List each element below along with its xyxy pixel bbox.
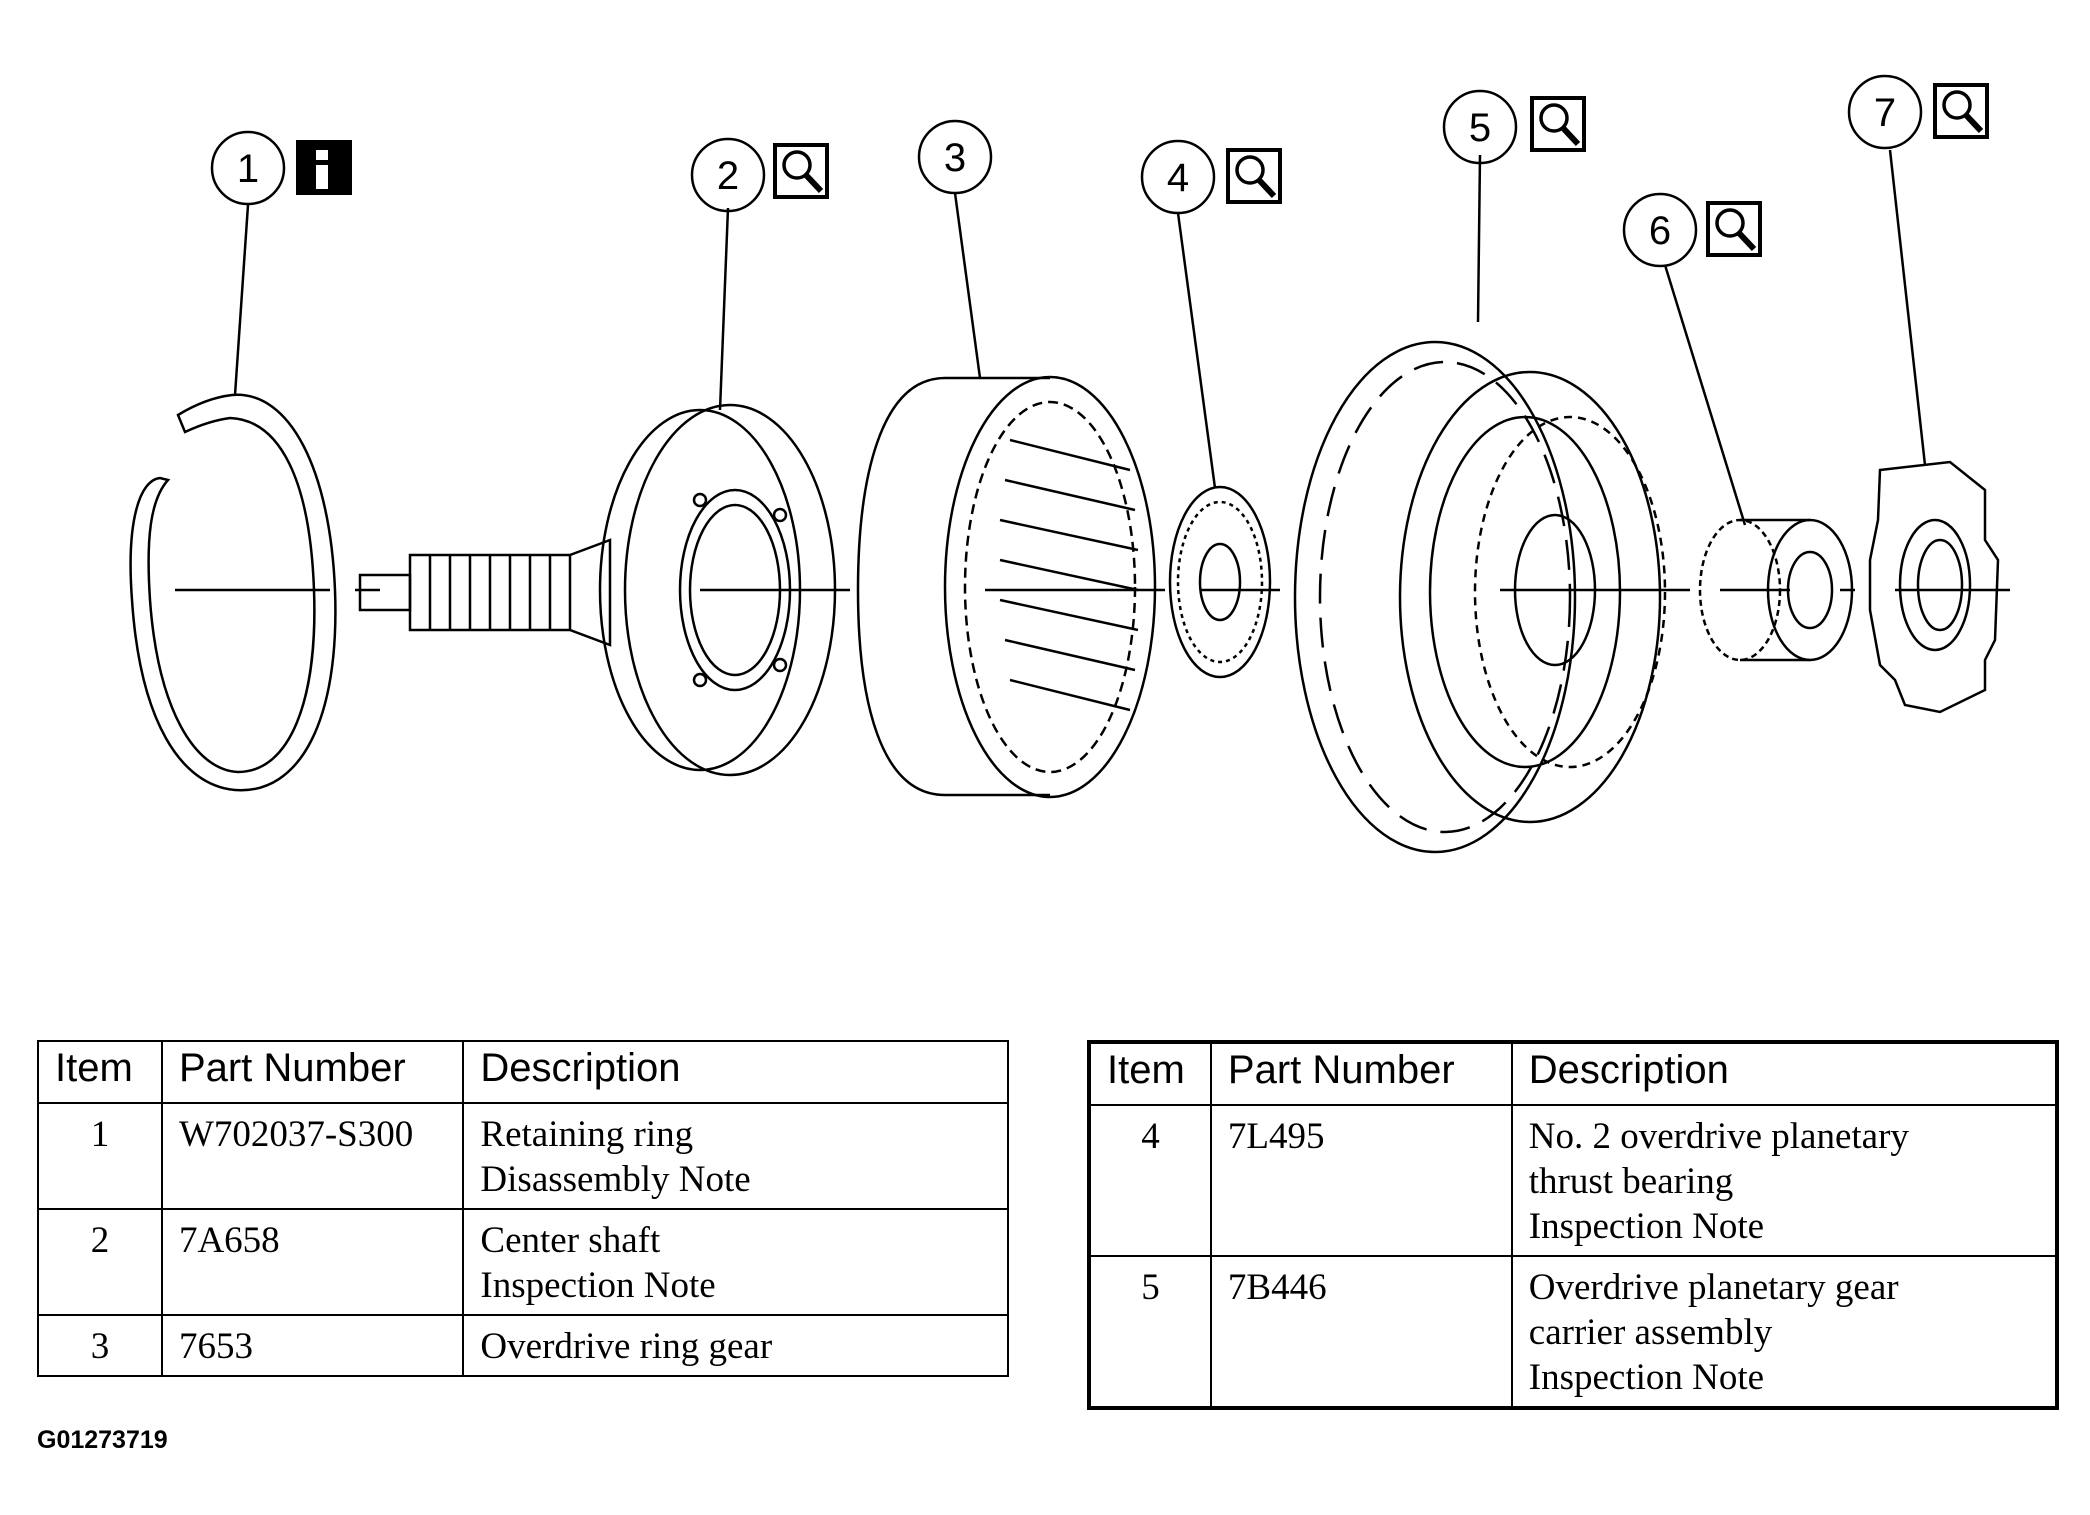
cell-item: 4 bbox=[1088, 1104, 1212, 1257]
cell-description: Overdrive ring gear bbox=[462, 1314, 1009, 1377]
center-shaft bbox=[358, 403, 837, 777]
callout-circle-5 bbox=[1442, 89, 1518, 165]
callout-circle-2 bbox=[690, 137, 766, 213]
thrust-bearing bbox=[1168, 485, 1272, 679]
exploded-view-diagram: 1 2 3 4 5 6 7 bbox=[129, 74, 2010, 854]
description-line: Disassembly Note bbox=[480, 1159, 751, 1200]
cell-part-number: 7653 bbox=[160, 1314, 465, 1377]
cell-item: 3 bbox=[37, 1314, 163, 1377]
callout-circle-1 bbox=[210, 130, 286, 206]
header-item: Item bbox=[37, 1040, 163, 1104]
callouts: 1 2 3 4 5 6 7 bbox=[210, 74, 1923, 268]
callout-number-1: 1 bbox=[237, 147, 259, 191]
figure-id: G01273719 bbox=[37, 1426, 168, 1454]
callout-circle-7 bbox=[1847, 74, 1923, 150]
table-header-row: Item Part Number Description bbox=[1088, 1041, 2059, 1106]
magnifier-icon[interactable] bbox=[1226, 148, 1282, 204]
cell-item: 2 bbox=[37, 1208, 163, 1316]
cell-part-number: 7L495 bbox=[1209, 1104, 1513, 1257]
header-item: Item bbox=[1088, 1041, 1212, 1106]
info-icon[interactable] bbox=[296, 140, 352, 195]
callout-number-6: 6 bbox=[1649, 209, 1671, 253]
overdrive-ring-gear bbox=[856, 375, 1157, 799]
description-line: Inspection Note bbox=[1528, 1357, 1765, 1398]
cell-item: 1 bbox=[37, 1102, 163, 1210]
callout-number-3: 3 bbox=[944, 136, 966, 180]
description-line: carrier assembly bbox=[1528, 1312, 1773, 1353]
description-line: No. 2 overdrive planetary bbox=[1528, 1116, 1909, 1157]
callout-circle-3 bbox=[917, 119, 993, 195]
cell-part-number: W702037-S300 bbox=[160, 1102, 465, 1210]
callout-circle-4 bbox=[1140, 139, 1216, 215]
description-line: Inspection Note bbox=[480, 1265, 716, 1306]
retaining-ring bbox=[129, 393, 337, 792]
description-line: Retaining ring bbox=[480, 1114, 694, 1155]
planetary-carrier bbox=[1293, 340, 1667, 854]
magnifier-icon[interactable] bbox=[1933, 83, 1989, 139]
cell-part-number: 7B446 bbox=[1209, 1255, 1513, 1409]
callout-number-5: 5 bbox=[1469, 106, 1491, 150]
callout-number-4: 4 bbox=[1167, 156, 1189, 200]
description-line: Inspection Note bbox=[1528, 1206, 1765, 1247]
header-part-number: Part Number bbox=[1209, 1041, 1513, 1106]
description-line: Center shaft bbox=[480, 1220, 661, 1261]
header-part-number: Part Number bbox=[160, 1040, 465, 1104]
cell-item: 5 bbox=[1088, 1255, 1212, 1409]
callout-circle-6 bbox=[1622, 192, 1698, 268]
callout-number-2: 2 bbox=[717, 154, 739, 198]
description-line: thrust bearing bbox=[1528, 1161, 1734, 1202]
callout-number-7: 7 bbox=[1874, 91, 1896, 135]
sun-gear bbox=[1698, 518, 1854, 662]
header-description: Description bbox=[462, 1040, 1009, 1104]
magnifier-icon[interactable] bbox=[773, 143, 829, 199]
magnifier-icon[interactable] bbox=[1530, 96, 1586, 152]
leader-lines bbox=[233, 149, 1927, 526]
description-line: Overdrive ring gear bbox=[480, 1326, 773, 1367]
description-line: Overdrive planetary gear bbox=[1528, 1267, 1899, 1308]
magnifier-icon[interactable] bbox=[1706, 201, 1762, 257]
thrust-washer bbox=[1868, 460, 2000, 714]
header-description: Description bbox=[1510, 1041, 2059, 1106]
table-header-row: Item Part Number Description bbox=[37, 1040, 1009, 1104]
cell-part-number: 7A658 bbox=[160, 1208, 465, 1316]
